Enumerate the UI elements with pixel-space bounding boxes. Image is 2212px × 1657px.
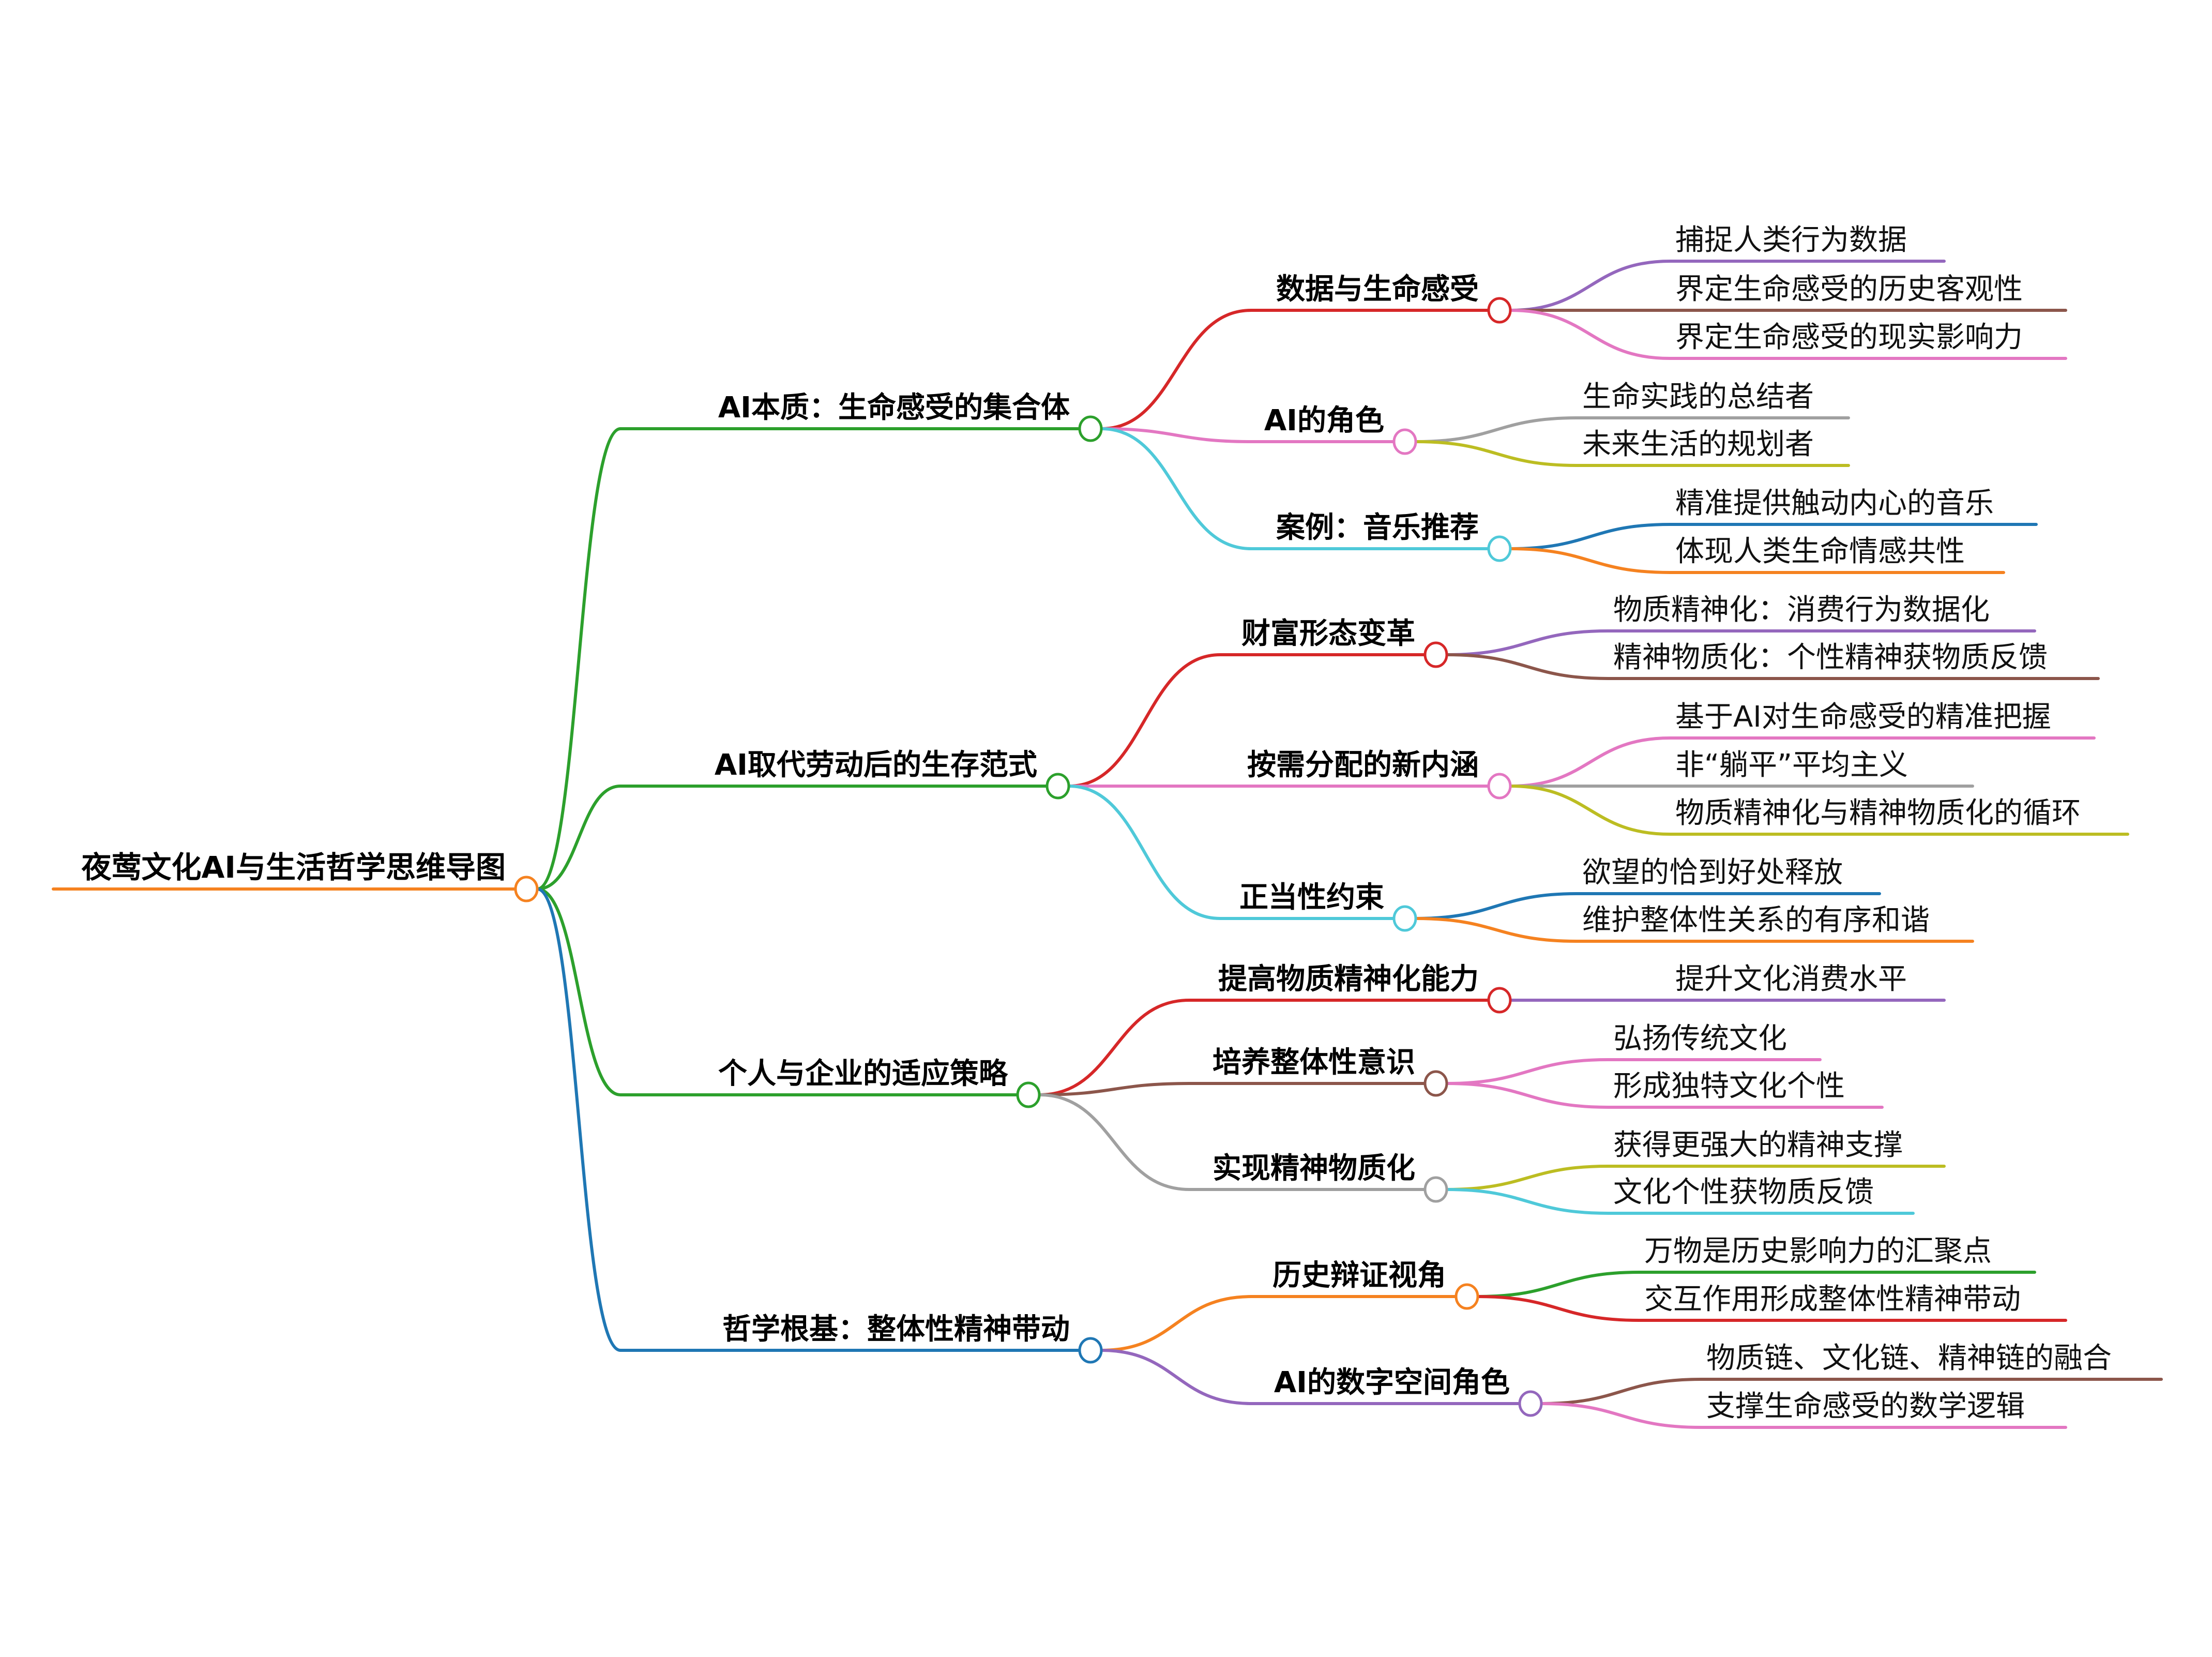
leaf-edge [1445, 1165, 1946, 1191]
leaf-node-label[interactable]: 支撑生命感受的数学逻辑 [1706, 1390, 2025, 1423]
topic-node-toggle[interactable] [1423, 1070, 1448, 1097]
leaf-node-label[interactable]: 界定生命感受的现实影响力 [1675, 321, 2023, 354]
branch-node-toggle[interactable] [1016, 1081, 1041, 1108]
topic-node-toggle[interactable] [1487, 987, 1512, 1014]
leaf-edge [1509, 309, 2067, 360]
leaf-edge [1445, 629, 2036, 656]
topic-node-toggle[interactable] [1392, 428, 1417, 455]
branch-node-label[interactable]: AI取代劳动后的生存范式 [715, 748, 1037, 782]
topic-node-label[interactable]: 培养整体性意识 [1213, 1046, 1415, 1079]
root-node-label[interactable]: 夜莺文化AI与生活哲学思维导图 [81, 850, 506, 885]
leaf-edge [1476, 1271, 2036, 1298]
topic-node-label[interactable]: 按需分配的新内涵 [1247, 748, 1479, 782]
branch-edge [536, 785, 1049, 891]
branch-node-toggle[interactable] [1078, 415, 1103, 442]
labels-layer: 夜莺文化AI与生活哲学思维导图 AI本质：生命感受的集合体 数据与生命感受 捕捉人类行… [81, 223, 2112, 1423]
leaf-edge [1509, 547, 2005, 574]
leaf-node-label[interactable]: 形成独特文化个性 [1613, 1069, 1845, 1103]
branch-node-toggle[interactable] [1046, 773, 1070, 800]
topic-node-toggle[interactable] [1392, 905, 1417, 932]
leaf-node-label[interactable]: 捕捉人类行为数据 [1675, 223, 1907, 257]
topic-edge [1038, 1093, 1427, 1191]
topic-edge [1100, 1295, 1458, 1352]
leaf-edge [1445, 1082, 1884, 1109]
leaf-edge [1476, 1295, 2067, 1322]
topic-node-toggle[interactable] [1518, 1390, 1543, 1417]
topic-edge [1100, 1349, 1521, 1405]
leaf-node-label[interactable]: 物质精神化与精神物质化的循环 [1675, 796, 2081, 830]
topic-node-label[interactable]: 历史辩证视角 [1272, 1259, 1446, 1292]
topic-edge [1067, 785, 1396, 920]
leaf-node-label[interactable]: 万物是历史影响力的汇聚点 [1644, 1234, 1992, 1268]
leaf-edge [1509, 736, 2096, 788]
leaf-node-label[interactable]: 基于AI对生命感受的精准把握 [1675, 700, 2051, 734]
leaf-edge [1414, 416, 1850, 443]
topic-node-label[interactable]: 实现精神物质化 [1213, 1152, 1415, 1185]
topic-node-label[interactable]: 提高物质精神化能力 [1218, 962, 1479, 996]
topic-node-label[interactable]: AI的角色 [1264, 404, 1384, 438]
leaf-node-label[interactable]: 生命实践的总结者 [1582, 380, 1814, 414]
topic-node-label[interactable]: 案例：音乐推荐 [1276, 511, 1479, 545]
leaf-node-label[interactable]: 未来生活的规划者 [1582, 428, 1814, 461]
leaf-edge [1509, 260, 1946, 312]
branch-node-toggle[interactable] [1078, 1337, 1103, 1364]
leaf-edge [1414, 917, 1974, 943]
topic-node-label[interactable]: AI的数字空间角色 [1274, 1366, 1510, 1399]
topic-edge [1038, 1082, 1427, 1096]
topic-edge [1100, 427, 1490, 550]
topic-node-label[interactable]: 财富形态变革 [1241, 617, 1415, 651]
branch-edge [536, 427, 1081, 891]
edges-layer [52, 260, 2163, 1429]
topic-node-toggle[interactable] [1423, 1176, 1448, 1203]
topic-edge [1100, 427, 1396, 443]
leaf-edge [1509, 785, 2129, 836]
branch-node-label[interactable]: 哲学根基：整体性精神带动 [722, 1313, 1070, 1346]
topic-node-toggle[interactable] [1487, 773, 1512, 800]
leaf-edge [1445, 653, 2100, 680]
branch-node-label[interactable]: AI本质：生命感受的集合体 [718, 391, 1070, 425]
leaf-node-label[interactable]: 非“躺平”平均主义 [1675, 748, 1908, 782]
topic-edge [1038, 999, 1490, 1096]
leaf-edge [1445, 1188, 1915, 1215]
leaf-node-label[interactable]: 交互作用形成整体性精神带动 [1644, 1283, 2021, 1316]
leaf-node-label[interactable]: 弘扬传统文化 [1613, 1022, 1787, 1056]
branch-node-label[interactable]: 个人与企业的适应策略 [718, 1057, 1008, 1091]
topic-edge [1100, 309, 1490, 430]
topic-edge [1067, 653, 1427, 788]
leaf-node-label[interactable]: 文化个性获物质反馈 [1613, 1176, 1874, 1209]
leaf-node-label[interactable]: 提升文化消费水平 [1675, 962, 1907, 996]
topic-node-label[interactable]: 数据与生命感受 [1276, 273, 1479, 306]
leaf-node-label[interactable]: 体现人类生命情感共性 [1675, 535, 1965, 568]
topic-node-label[interactable]: 正当性约束 [1239, 881, 1384, 914]
leaf-edge [1540, 1378, 2163, 1405]
nodes-layer [514, 297, 1543, 1417]
leaf-edge [1414, 440, 1850, 467]
topic-node-toggle[interactable] [1455, 1283, 1479, 1310]
leaf-node-label[interactable]: 精准提供触动内心的音乐 [1675, 487, 1994, 520]
branch-edge [536, 887, 1081, 1352]
leaf-node-label[interactable]: 物质链、文化链、精神链的融合 [1706, 1342, 2112, 1375]
topic-node-toggle[interactable] [1487, 297, 1512, 324]
leaf-node-label[interactable]: 界定生命感受的历史客观性 [1675, 273, 2023, 306]
branch-edge [536, 887, 1019, 1096]
leaf-node-label[interactable]: 物质精神化：消费行为数据化 [1613, 593, 1990, 627]
topic-node-toggle[interactable] [1423, 641, 1448, 668]
leaf-edge [1414, 892, 1881, 920]
leaf-node-label[interactable]: 维护整体性关系的有序和谐 [1582, 903, 1930, 937]
root-node-toggle[interactable] [514, 876, 539, 902]
leaf-edge [1445, 1058, 1822, 1085]
leaf-edge [1509, 523, 2038, 550]
leaf-node-label[interactable]: 精神物质化：个性精神获物质反馈 [1613, 641, 2048, 674]
leaf-node-label[interactable]: 欲望的恰到好处释放 [1582, 856, 1843, 890]
topic-node-toggle[interactable] [1487, 535, 1512, 562]
leaf-edge [1540, 1402, 2067, 1429]
leaf-node-label[interactable]: 获得更强大的精神支撑 [1613, 1128, 1903, 1162]
